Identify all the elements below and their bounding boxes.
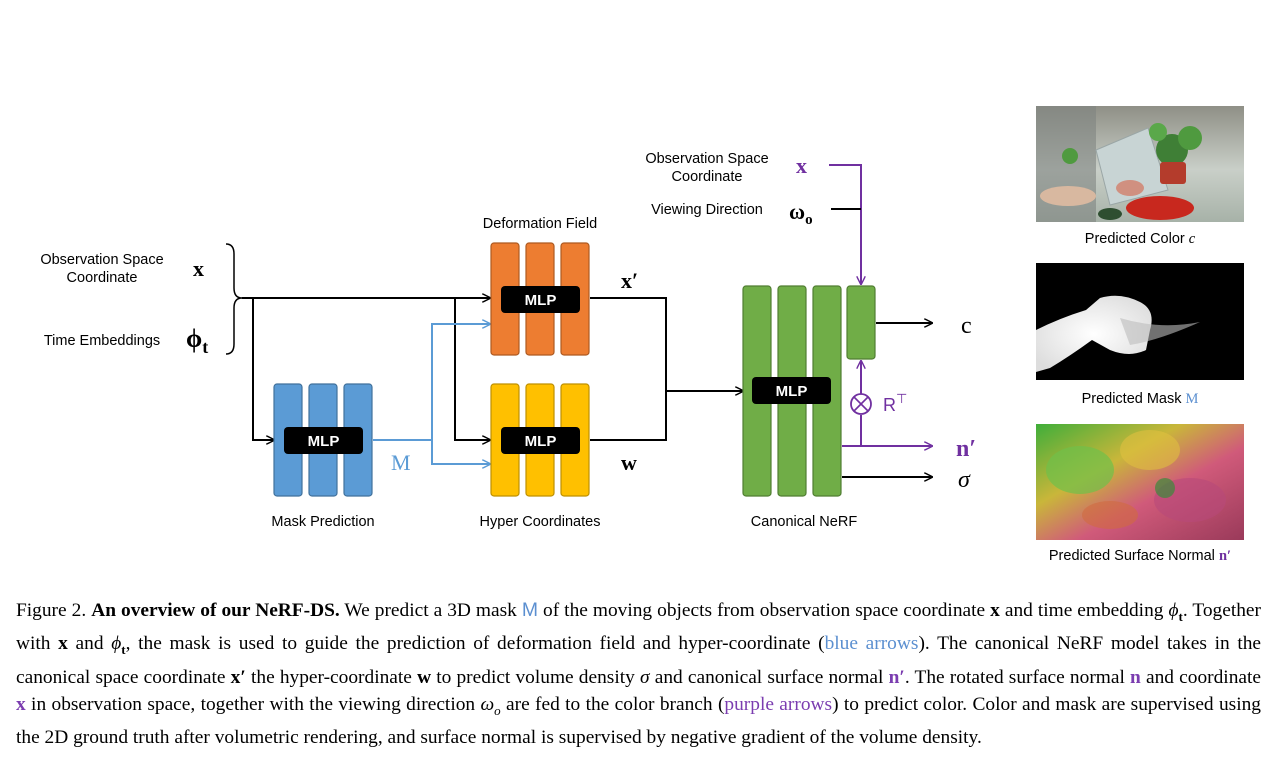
canonical-nerf-label: Canonical NeRF [751, 514, 858, 530]
caption-figure-number: Figure 2. [16, 600, 87, 621]
deformation-mlp-label: MLP [525, 292, 557, 309]
mask-prediction-network: MLP [273, 383, 373, 497]
predicted-normal-caption: Predicted Surface Normal n′ [1049, 548, 1231, 564]
input-brace [225, 243, 243, 355]
color-obs-coord-line1: Observation Space [645, 151, 768, 167]
mask-m-symbol: M [391, 450, 411, 475]
predicted-normal-image [1036, 424, 1244, 540]
color-x-symbol: x [796, 153, 807, 178]
purple-arrow-to-color-branch [829, 164, 861, 284]
caption-blue-arrows: blue arrows [824, 633, 919, 655]
input-obs-coord-line1: Observation Space [40, 252, 163, 268]
caption-title: An overview of our NeRF-DS. [91, 600, 340, 621]
predicted-color-caption: Predicted Color c [1085, 231, 1196, 247]
input-x-symbol: x [193, 256, 204, 281]
predicted-mask-caption: Predicted Mask M [1082, 391, 1199, 407]
hyper-mlp-label: MLP [525, 433, 557, 450]
output-n-prime: n′ [956, 436, 976, 462]
figure-caption: Figure 2. An overview of our NeRF-DS. We… [16, 599, 1262, 749]
mask-prediction-label: Mask Prediction [271, 514, 374, 530]
canonical-nerf-network: MLP [742, 285, 876, 497]
predicted-color-image [1036, 106, 1244, 222]
hyper-coordinates-network: MLP [490, 383, 590, 497]
mask-mlp-box [284, 427, 363, 454]
canonical-mlp-label: MLP [776, 383, 808, 400]
color-obs-coord-line2: Coordinate [672, 169, 743, 185]
input-phi-symbol: ϕt [186, 324, 208, 357]
merge-bracket [590, 297, 667, 441]
output-c: c [961, 313, 972, 339]
deformation-field-network: MLP [490, 242, 590, 356]
caption-purple-arrows: purple arrows [724, 693, 833, 715]
canonical-mlp-box [752, 377, 831, 404]
rotation-symbol: R⊤ [883, 391, 907, 415]
predicted-mask-image [1036, 263, 1244, 380]
x-prime-symbol: x′ [621, 268, 638, 293]
omega-symbol: ωo [789, 199, 813, 228]
arrow-to-hyper [454, 298, 490, 440]
blue-arrow-to-hyper [431, 440, 490, 464]
overview-diagram: Observation Space Coordinate x Time Embe… [40, 106, 1244, 564]
input-time-embeddings: Time Embeddings [44, 333, 160, 349]
w-symbol: w [621, 450, 637, 475]
arrow-to-mask-prediction [252, 298, 274, 440]
viewing-direction-label: Viewing Direction [651, 202, 763, 218]
hyper-mlp-box [501, 427, 580, 454]
hyper-coordinates-label: Hyper Coordinates [480, 514, 601, 530]
input-obs-coord-line2: Coordinate [67, 270, 138, 286]
deformation-field-label: Deformation Field [483, 216, 597, 232]
color-branch-block [846, 285, 876, 360]
output-sigma: σ [958, 467, 971, 493]
blue-arrow-to-deformation [431, 324, 490, 440]
mask-mlp-label: MLP [308, 433, 340, 450]
deformation-mlp-box [501, 286, 580, 313]
